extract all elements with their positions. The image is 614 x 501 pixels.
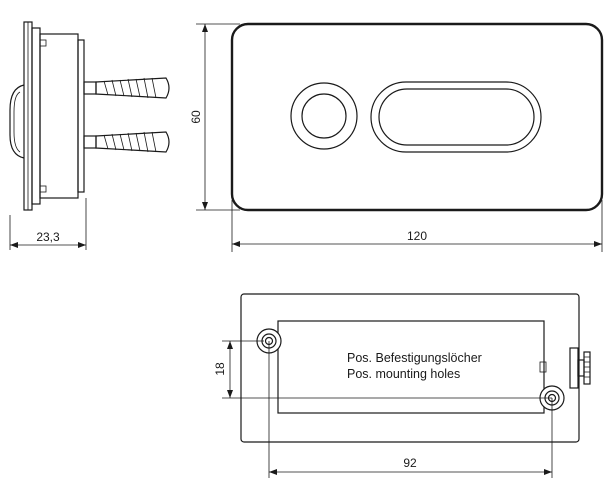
dim-front-width-label: 120 bbox=[407, 229, 427, 243]
dim-mount-vertical-label: 18 bbox=[213, 362, 227, 376]
dim-side-depth-label: 23,3 bbox=[36, 230, 60, 244]
dim-side-depth: 23,3 bbox=[9, 198, 87, 250]
dim-front-height: 60 bbox=[189, 23, 240, 211]
dim-mount-horizontal: 92 bbox=[268, 341, 553, 478]
bell-button-ring bbox=[290, 82, 358, 150]
side-dowel-lower bbox=[83, 131, 170, 153]
note-mounting-holes-en: Pos. mounting holes bbox=[347, 367, 460, 381]
front-view: 60 120 bbox=[189, 22, 604, 252]
name-window-inner bbox=[378, 88, 535, 146]
rear-connector bbox=[539, 347, 591, 389]
side-dowel-upper bbox=[83, 77, 170, 99]
dim-front-height-label: 60 bbox=[189, 110, 203, 124]
dim-mount-horizontal-label: 92 bbox=[403, 456, 417, 470]
side-button-dome bbox=[9, 84, 25, 159]
rear-plate bbox=[240, 293, 580, 443]
dim-front-width: 120 bbox=[231, 200, 603, 252]
note-mounting-holes-de: Pos. Befestigungslöcher bbox=[347, 351, 482, 365]
side-view: 23,3 bbox=[9, 21, 170, 250]
front-plate bbox=[230, 22, 604, 212]
bell-button bbox=[301, 93, 347, 139]
side-housing bbox=[39, 33, 79, 199]
rear-view: Pos. Befestigungslöcher Pos. mounting ho… bbox=[213, 293, 591, 478]
name-window-outer bbox=[370, 81, 542, 153]
dim-mount-vertical: 18 bbox=[213, 340, 552, 399]
